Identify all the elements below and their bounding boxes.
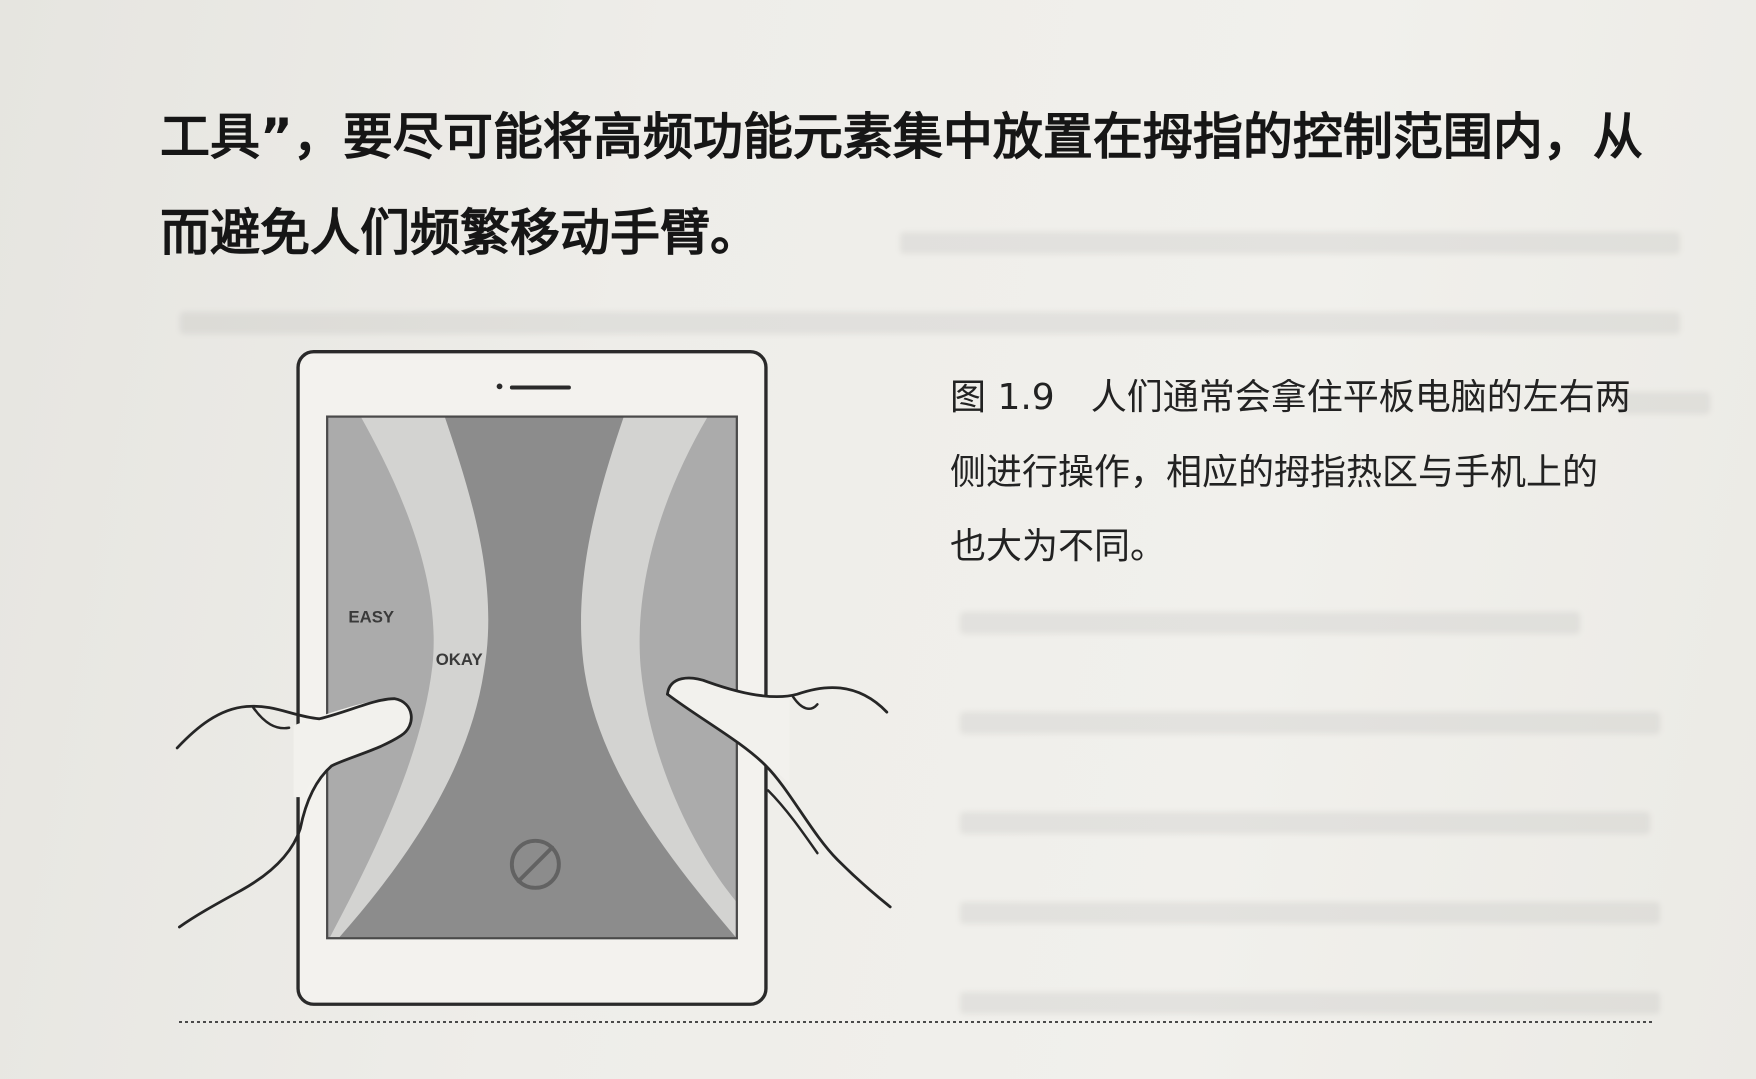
figure-caption-line: 也大为不同。 xyxy=(950,528,1167,566)
tablet-screen xyxy=(326,415,738,940)
show-through-text xyxy=(960,992,1660,1014)
show-through-text xyxy=(1620,392,1710,414)
figure-caption-line: 图 1.9 人们通常会拿住平板电脑的左右两 xyxy=(950,379,1631,417)
dotted-separator xyxy=(179,1021,1652,1023)
show-through-text xyxy=(960,712,1660,734)
left-hand-outline xyxy=(175,697,413,929)
right-hand-finger xyxy=(766,789,819,855)
left-thumb-fill xyxy=(293,698,412,798)
right-thumb-fill xyxy=(667,678,790,784)
easy-zone-label: EASY xyxy=(348,608,394,627)
left-hand-crease xyxy=(252,706,291,730)
show-through-text xyxy=(960,902,1660,924)
figure-caption-line: 侧进行操作，相应的拇指热区与手机上的 xyxy=(950,454,1599,492)
tablet-thumb-zone-figure: EASY OKAY xyxy=(175,349,892,1006)
show-through-text xyxy=(900,232,1680,254)
body-text-line: 工具”，要尽可能将高频功能元素集中放置在拇指的控制范围内，从 xyxy=(160,108,1643,166)
right-hand xyxy=(666,676,892,909)
right-hand-knuckle xyxy=(791,695,819,710)
right-hand-bottom-outline xyxy=(666,692,892,909)
prohibited-icon xyxy=(509,838,561,890)
show-through-text xyxy=(180,312,1680,334)
left-hand xyxy=(175,697,413,929)
camera-dot xyxy=(496,383,503,390)
screen-border xyxy=(326,415,738,940)
zone-center xyxy=(339,416,736,938)
show-through-text xyxy=(960,812,1650,834)
caption-text: 人们通常会拿住平板电脑的左右两 xyxy=(1090,379,1631,417)
right-hand-top-outline xyxy=(666,676,889,714)
body-text-line: 而避免人们频繁移动手臂。 xyxy=(160,204,760,262)
figure-number: 图 1.9 xyxy=(950,379,1055,417)
show-through-text xyxy=(960,612,1580,634)
okay-zone-label: OKAY xyxy=(436,650,483,669)
